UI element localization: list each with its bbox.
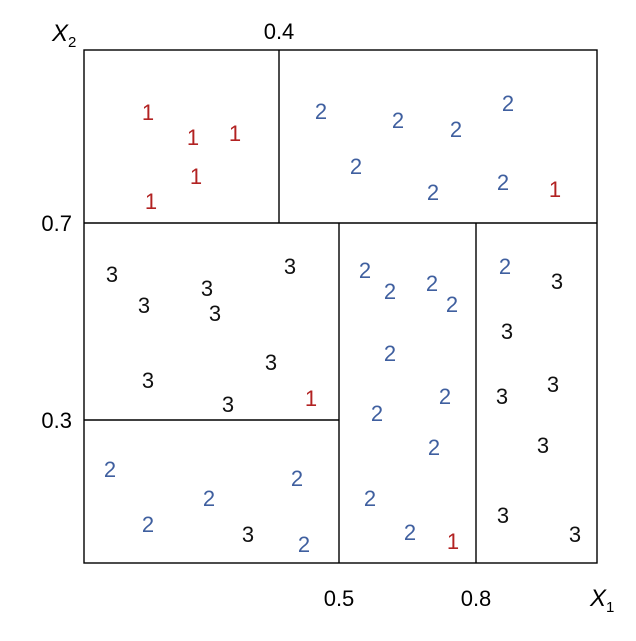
class-2-point: 2 [502, 91, 514, 116]
class-1-point: 1 [190, 164, 202, 189]
class-2-point: 2 [450, 117, 462, 142]
class-3-point: 3 [284, 254, 296, 279]
class-3-point: 3 [496, 384, 508, 409]
class-1-point: 1 [305, 386, 317, 411]
class-2-point: 2 [499, 254, 511, 279]
class-3-point: 3 [265, 350, 277, 375]
class-2-point: 2 [427, 180, 439, 205]
x-tick-label: 0.5 [324, 586, 355, 611]
y-axis-name: X2 [51, 20, 76, 51]
class-1-point: 1 [229, 121, 241, 146]
class-3-point: 3 [138, 293, 150, 318]
class-1-point: 1 [142, 100, 154, 125]
class-2-point: 2 [446, 292, 458, 317]
x-axis-name: X1 [589, 585, 614, 616]
class-2-point: 2 [359, 258, 371, 283]
class-2-point: 2 [428, 435, 440, 460]
class-3-point: 3 [201, 276, 213, 301]
class-3-point: 3 [242, 522, 254, 547]
class-2-point: 2 [426, 271, 438, 296]
class-1-point: 1 [187, 125, 199, 150]
class-2-point: 2 [384, 279, 396, 304]
class-3-point: 3 [537, 433, 549, 458]
class-2-point: 2 [371, 401, 383, 426]
class-3-point: 3 [501, 319, 513, 344]
class-2-point: 2 [291, 466, 303, 491]
class-2-point: 2 [203, 486, 215, 511]
class-3-point: 3 [142, 368, 154, 393]
y-tick-label: 0.7 [41, 211, 72, 236]
class-2-point: 2 [364, 486, 376, 511]
class-3-point: 3 [106, 262, 118, 287]
class-2-point: 2 [439, 384, 451, 409]
class-2-point: 2 [315, 99, 327, 124]
class-2-point: 2 [350, 154, 362, 179]
y-tick-label: 0.3 [41, 408, 72, 433]
top-tick-label: 0.4 [264, 19, 295, 44]
class-2-point: 2 [384, 341, 396, 366]
class-1-point: 1 [447, 529, 459, 554]
class-2-point: 2 [142, 512, 154, 537]
plot-frame [83, 49, 598, 564]
class-1-point: 1 [145, 189, 157, 214]
class-2-point: 2 [392, 108, 404, 133]
x-tick-label: 0.8 [461, 586, 492, 611]
class-2-point: 2 [404, 520, 416, 545]
class-2-point: 2 [497, 170, 509, 195]
class-3-point: 3 [209, 301, 221, 326]
class-2-point: 2 [298, 532, 310, 557]
class-3-point: 3 [497, 503, 509, 528]
class-2-point: 2 [104, 457, 116, 482]
class-3-point: 3 [547, 372, 559, 397]
class-3-point: 3 [222, 392, 234, 417]
class-1-point: 1 [549, 177, 561, 202]
class-3-point: 3 [569, 522, 581, 547]
class-3-point: 3 [551, 269, 563, 294]
